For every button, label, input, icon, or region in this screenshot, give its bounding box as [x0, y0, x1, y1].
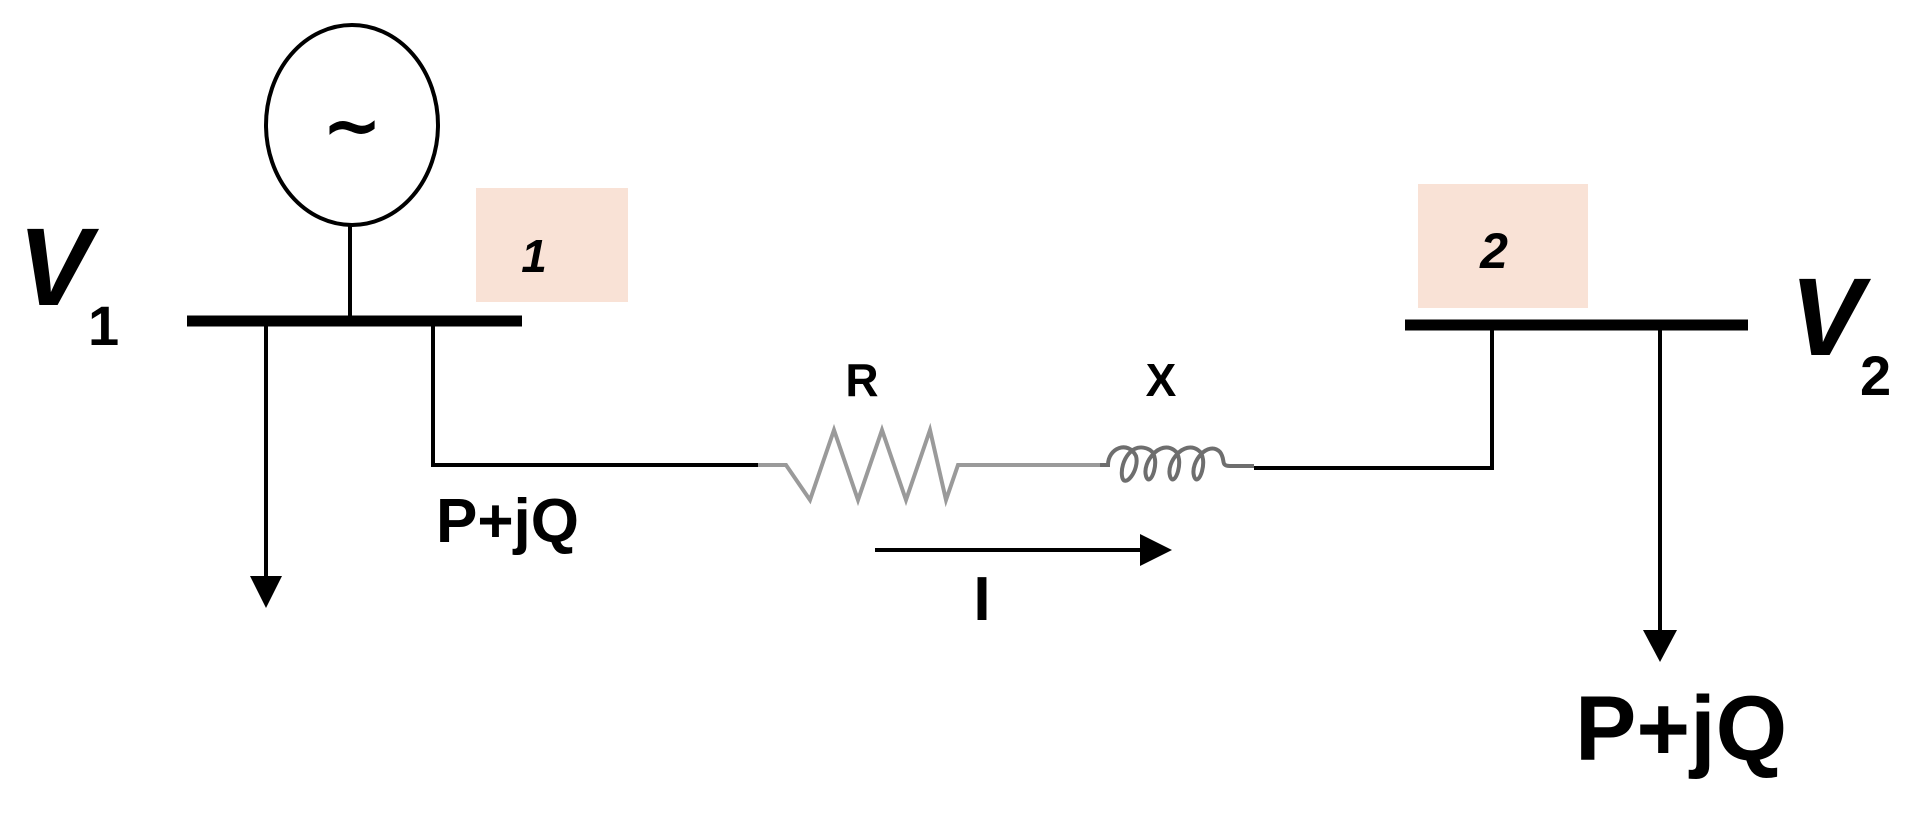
current-arrow: I [875, 534, 1172, 634]
bus-2-load: P+jQ [1575, 325, 1787, 780]
line-feeder-1 [431, 321, 758, 467]
bus-1: 1 V 1 [18, 188, 628, 357]
line-feeder-2 [1254, 325, 1494, 470]
bus-2: 2 V 2 [1405, 184, 1891, 407]
bus-2-voltage-subscript: 2 [1860, 344, 1891, 407]
ac-generator-icon: ~ [322, 83, 382, 167]
current-arrow-head [1140, 534, 1172, 566]
load-arrow-icon [1643, 630, 1677, 662]
inductor-icon [1100, 445, 1254, 483]
resistor-icon [758, 422, 1100, 508]
power-flow-label: P+jQ [436, 487, 579, 556]
reactance-label: X [1146, 354, 1177, 406]
load-arrow-icon [250, 576, 282, 608]
load-power-label: P+jQ [1575, 678, 1787, 780]
bus-1-load [250, 322, 282, 608]
current-label: I [973, 565, 990, 634]
bus-1-label-box [476, 188, 628, 302]
bus-2-number: 2 [1479, 223, 1508, 279]
transmission-line: R X P+jQ [431, 321, 1494, 556]
bus-1-number: 1 [521, 230, 547, 282]
resistance-label: R [845, 354, 878, 406]
bus-2-voltage-label: V [1790, 256, 1872, 379]
bus-1-voltage-label: V [18, 206, 100, 329]
bus-1-voltage-subscript: 1 [88, 294, 119, 357]
generator: ~ [264, 23, 440, 322]
bus-2-label-box [1418, 184, 1588, 308]
